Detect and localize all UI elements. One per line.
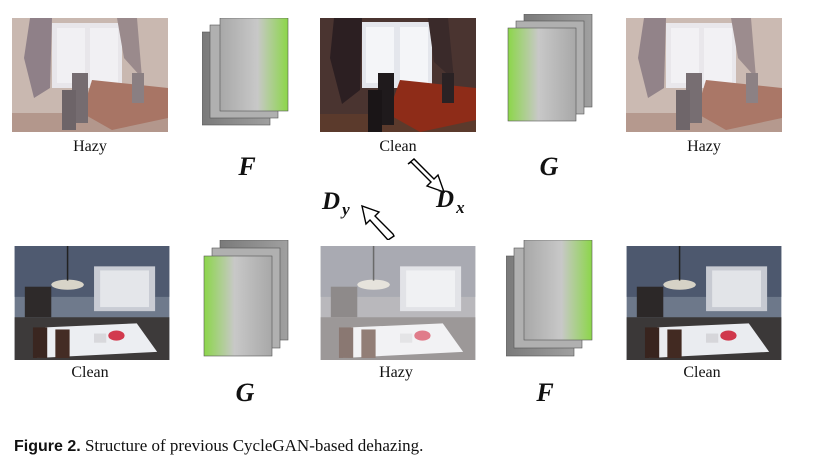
bottom-hazy-label: Hazy (379, 364, 413, 381)
top-hazy-output-label: Hazy (687, 138, 721, 155)
bottom-hazy-image (320, 246, 476, 360)
top-network-g-label: G (539, 152, 559, 181)
bottom-network-g-label: G (235, 378, 255, 407)
dy-arrow (361, 204, 395, 240)
bottom-clean-label: Clean (71, 364, 109, 381)
dy-main: D (322, 188, 341, 215)
dx-main: D (436, 186, 455, 213)
top-hazy-output-image (626, 18, 782, 132)
figure-number: Figure 2. (14, 438, 81, 455)
top-network-f (202, 18, 292, 128)
figure-caption-text: Structure of previous CycleGAN-based deh… (80, 436, 424, 455)
top-clean-image (320, 18, 476, 132)
dy-sub: y (342, 200, 350, 219)
top-hazy-image (12, 18, 168, 132)
top-network-g (506, 14, 596, 124)
top-network-f-label: F (238, 152, 256, 181)
bottom-clean-output-label: Clean (683, 364, 721, 381)
top-clean-label: Clean (379, 138, 417, 155)
bottom-clean-output-image (626, 246, 782, 360)
top-hazy-label: Hazy (73, 138, 107, 155)
figure-caption: Figure 2. Structure of previous CycleGAN… (14, 436, 423, 456)
bottom-network-f (506, 240, 596, 357)
bottom-network-g (202, 240, 292, 357)
bottom-clean-image (14, 246, 170, 360)
dx-sub: x (456, 198, 465, 217)
bottom-network-f-label: F (536, 378, 554, 407)
dx-arrow (407, 158, 446, 194)
